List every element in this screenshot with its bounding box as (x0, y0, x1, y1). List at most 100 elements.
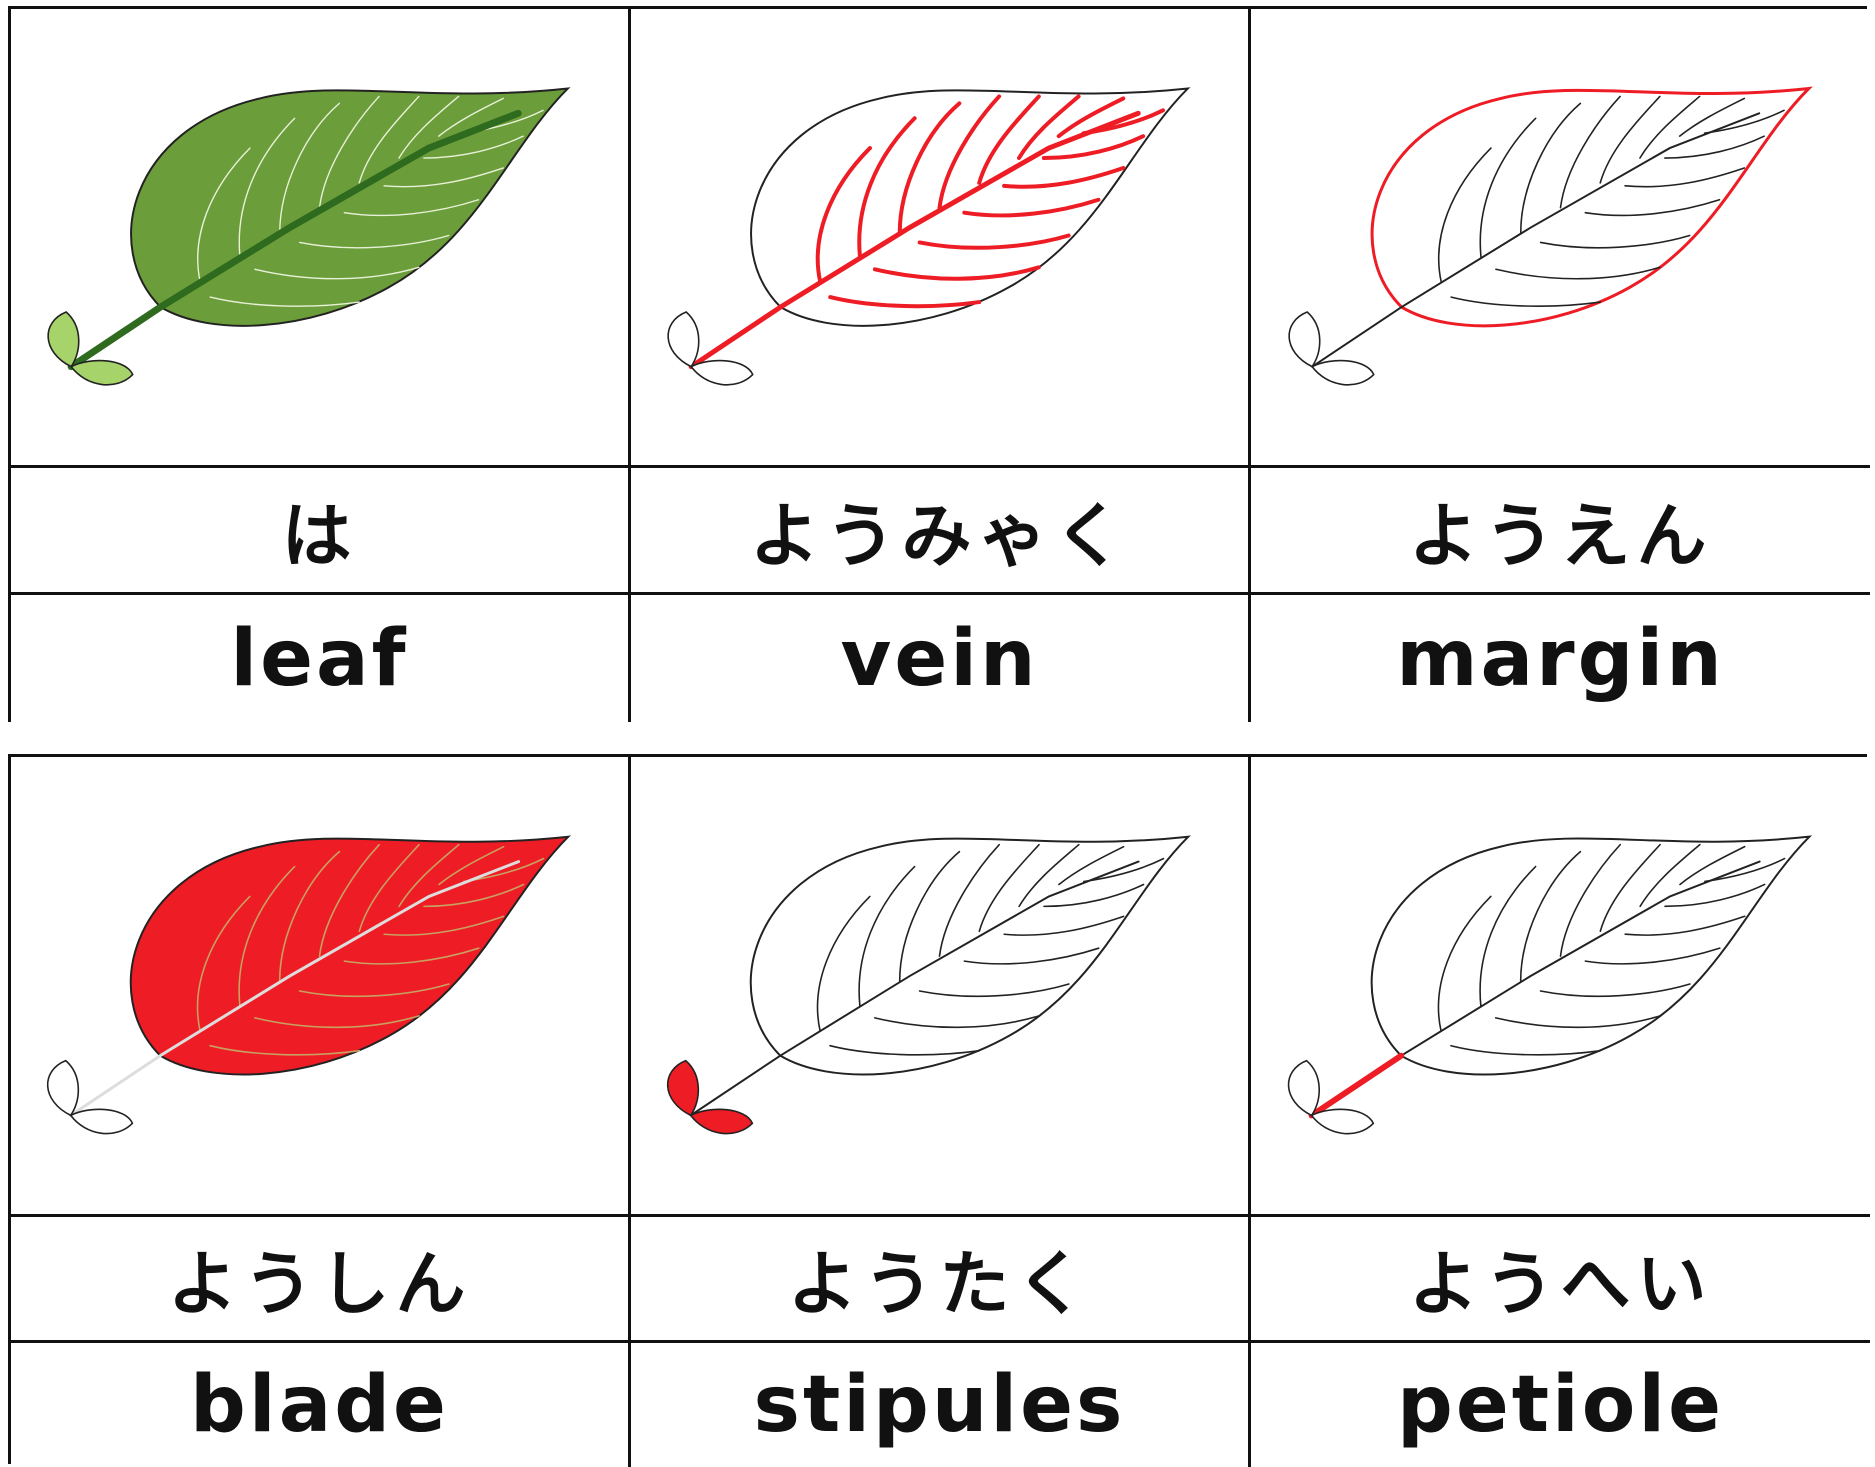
leaf-vein-line (1056, 96, 1126, 139)
leaf-vein-line (1058, 845, 1125, 886)
leaf-vein-line (383, 915, 505, 936)
leaf-vein-line (438, 845, 505, 886)
leaf-stipule-shape (69, 1108, 134, 1135)
card-label-jp-stipules: ようたく (631, 1217, 1251, 1343)
leaf-vein-line (898, 850, 961, 982)
leaf-vein-line (1679, 845, 1746, 886)
card-label-en-leaf: leaf (11, 595, 631, 722)
card-label-en-margin: margin (1251, 595, 1870, 722)
leaf-margin-icon (1288, 86, 1813, 386)
leaf-stipule-shape (667, 311, 700, 368)
japanese-label: ようしん (167, 1243, 472, 1325)
english-label: blade (190, 1360, 449, 1450)
leaf-vein-line (1624, 167, 1746, 188)
card-label-jp-leaf: は (11, 468, 631, 595)
leaf-blade-shape (749, 835, 1191, 1076)
leaf-vein-line (1018, 843, 1080, 908)
leaf-stipule-shape (1287, 1059, 1320, 1117)
leaf-blade-shape (130, 87, 571, 327)
leaf-vein-line (1559, 843, 1622, 957)
card-image-stipules (631, 757, 1251, 1217)
card-image-vein (631, 9, 1251, 468)
english-label: margin (1396, 613, 1725, 704)
leaf-vein-line (1639, 843, 1701, 908)
leaf-blade-shape (1370, 835, 1813, 1076)
leaf-vein-line (383, 167, 504, 188)
japanese-label: は (281, 494, 358, 577)
leaf-vein-line (1539, 234, 1691, 249)
leaf-vein-line (897, 101, 962, 235)
leaf-stipule-shape (689, 359, 754, 386)
leaf-vein-line (1664, 135, 1765, 159)
english-label: petiole (1397, 1360, 1724, 1450)
leaf-vein-line (358, 95, 420, 184)
japanese-label: ようへい (1408, 1243, 1713, 1325)
leaf-midrib-line (69, 860, 521, 1117)
leaf-vein-line (343, 947, 480, 965)
leaf-vein-line (1678, 97, 1746, 137)
card-image-margin (1251, 9, 1870, 468)
leaf-vein-line (238, 117, 296, 259)
leaf-vein-line (1479, 117, 1537, 259)
leaf-vein-line (963, 947, 1100, 965)
leaf-vein-line (918, 983, 1070, 998)
leaf-vein-line (1450, 296, 1602, 307)
japanese-label: ようみゃく (749, 494, 1130, 577)
card-label-jp-petiole: ようへい (1251, 1217, 1870, 1343)
leaf-midrib-line (689, 860, 1140, 1117)
leaf-stipules-icon (666, 835, 1191, 1135)
leaf-midrib-line (67, 109, 522, 371)
leaf-vein-line (318, 95, 380, 209)
leaf-vein-line (829, 1044, 981, 1056)
card-sheet-top: は ようみゃく ようえん leaf vein margin (8, 6, 1870, 722)
leaf-stipule-shape (689, 1108, 754, 1135)
leaf-vein-line (1599, 843, 1661, 933)
leaf-vein-line (828, 295, 982, 309)
leaf-vein-line (398, 95, 460, 159)
leaf-vein-line (423, 883, 525, 908)
leaf-stipule-shape (666, 1059, 700, 1117)
leaf-stipule-shape (47, 311, 80, 368)
leaf-petiole-highlight (1308, 1052, 1405, 1119)
leaf-vein-line (977, 94, 1041, 185)
leaf-stipule-shape (69, 359, 134, 386)
leaf-green-icon (47, 87, 571, 386)
leaf-vein-line (938, 843, 1001, 957)
english-label: vein (840, 613, 1039, 704)
leaf-vein-line (857, 116, 917, 260)
leaf-vein-line (917, 233, 1071, 250)
leaf-stipule-shape (1310, 1108, 1375, 1135)
leaf-vein-line (197, 147, 251, 283)
leaf-midrib-line (688, 110, 1141, 370)
leaf-vein-line (1437, 895, 1492, 1032)
leaf-vein-line (318, 843, 381, 957)
leaf-vein-line (1450, 1044, 1602, 1056)
leaf-vein-line (1599, 95, 1661, 184)
leaf-vein-line (279, 102, 341, 234)
leaf-vein-line (1495, 266, 1661, 280)
leaf-vein-line (196, 895, 251, 1032)
leaf-vein-line (1437, 147, 1492, 283)
leaf-vein-line (398, 843, 460, 908)
card-image-leaf (11, 9, 631, 468)
leaf-vein-line (423, 135, 524, 159)
leaf-vein-line (1639, 95, 1701, 159)
leaf-blade-shape (129, 835, 571, 1076)
leaf-vein-line (1494, 1015, 1661, 1029)
leaf-vein-line (209, 1044, 361, 1056)
leaf-vein-line (298, 234, 450, 249)
leaf-stipule-shape (46, 1059, 80, 1117)
card-image-blade (11, 757, 631, 1217)
leaf-vein-line (1519, 102, 1582, 234)
leaf-midrib-line (1311, 112, 1761, 368)
japanese-label: ようたく (787, 1243, 1092, 1325)
leaf-stipule-shape (1288, 311, 1321, 368)
leaf-vein-line (874, 1015, 1040, 1029)
card-label-en-stipules: stipules (631, 1343, 1251, 1467)
leaf-vein-line (1016, 94, 1081, 161)
leaf-vein-line (298, 983, 450, 998)
leaf-vein-line (1584, 198, 1721, 217)
card-label-jp-margin: ようえん (1251, 468, 1870, 595)
leaf-vein-line (254, 1015, 420, 1029)
leaf-vein-line (962, 197, 1101, 218)
